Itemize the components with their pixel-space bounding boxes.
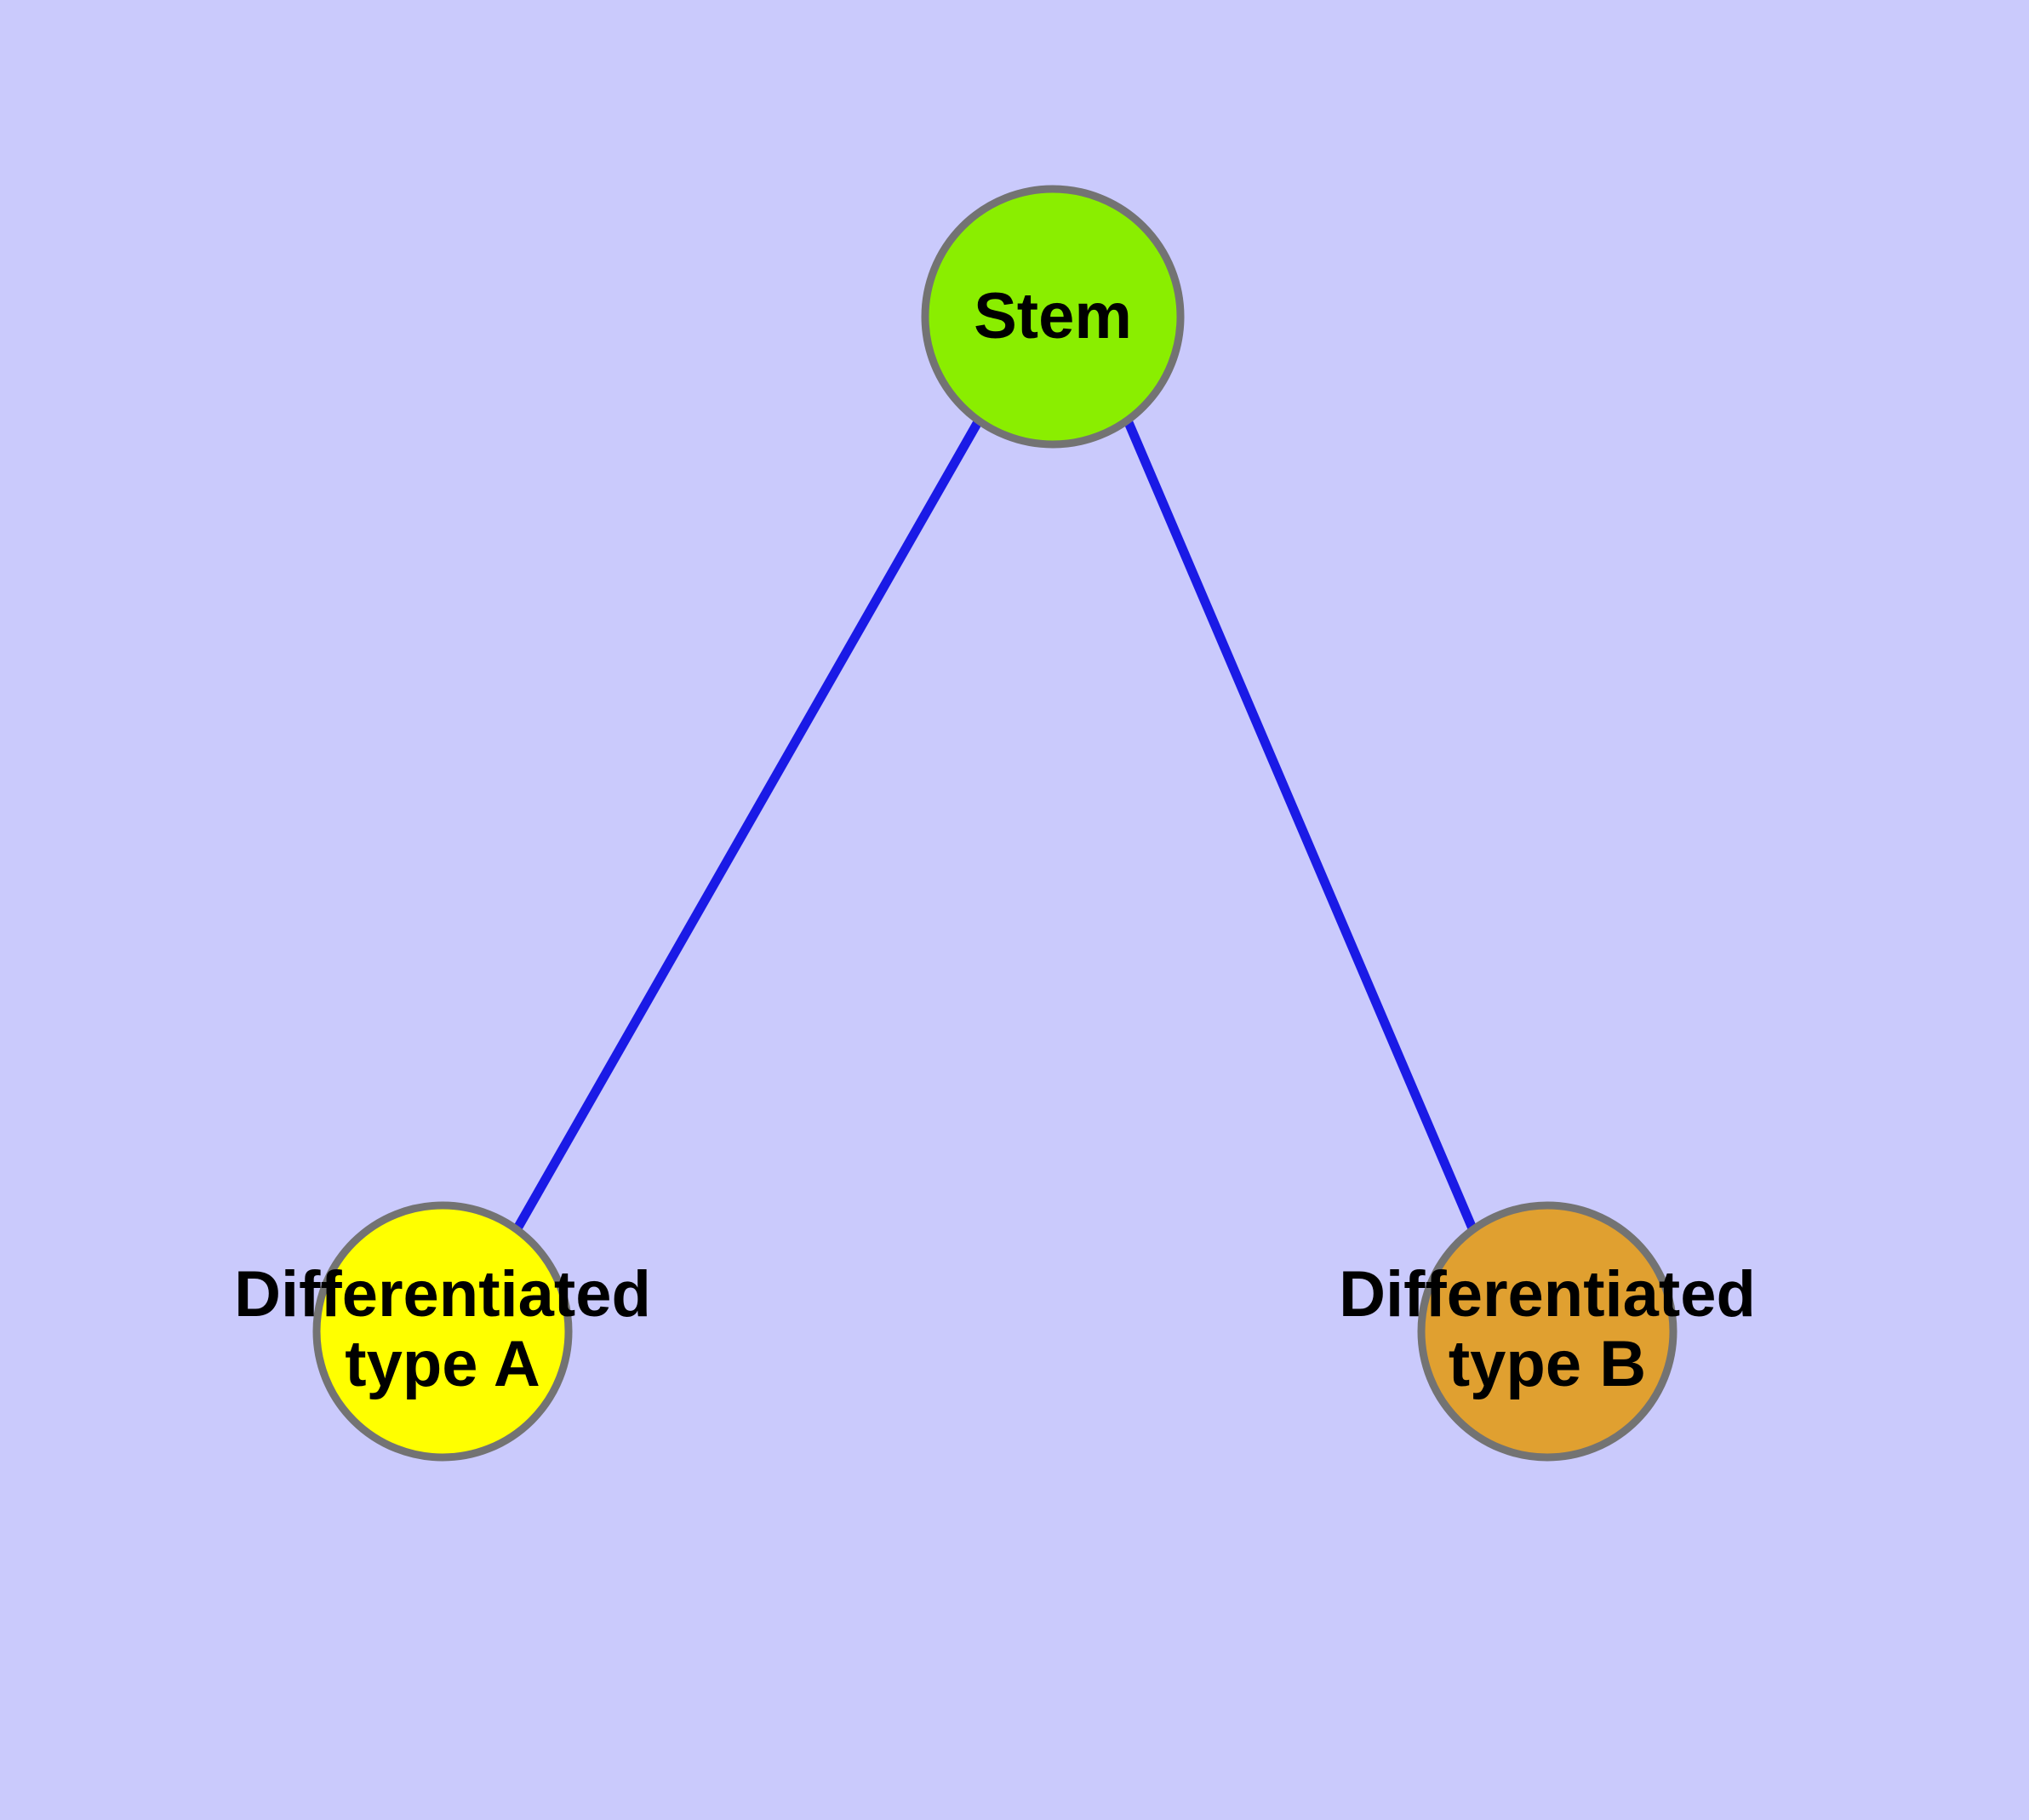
edge-stem-to-differentiated-type-a — [513, 418, 983, 1231]
node-stem[interactable] — [921, 185, 1185, 449]
node-differentiated-type-a[interactable] — [312, 1201, 573, 1462]
node-layer — [312, 185, 1677, 1462]
edge-stem-to-differentiated-type-b — [1123, 418, 1477, 1231]
edge-layer — [513, 418, 1477, 1231]
node-differentiated-type-b[interactable] — [1417, 1201, 1677, 1462]
